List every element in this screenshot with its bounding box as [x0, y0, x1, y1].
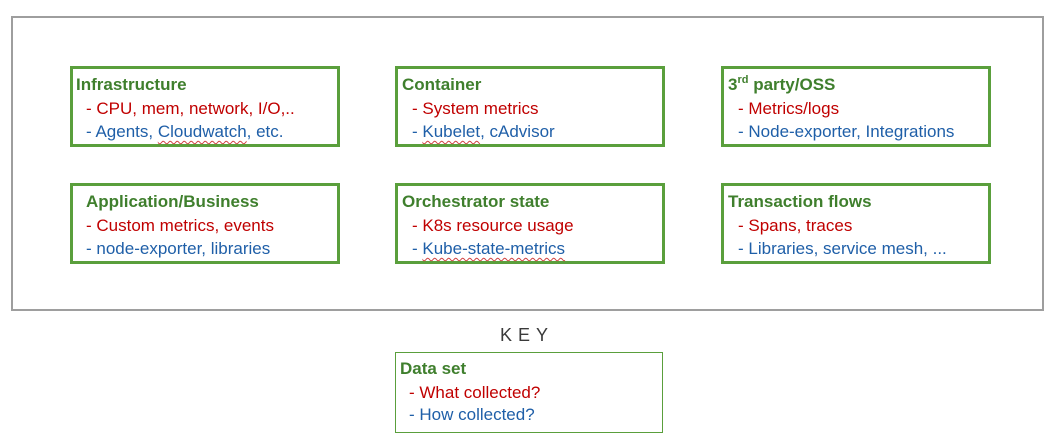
box-title: 3rd party/OSS	[728, 74, 836, 95]
what-collected: - Custom metrics, events	[86, 216, 274, 235]
box-container: Container - System metrics - Kubelet, cA…	[395, 66, 665, 147]
box-infrastructure: Infrastructure - CPU, mem, network, I/O,…	[70, 66, 340, 147]
how-collected: - Libraries, service mesh, ...	[738, 239, 947, 258]
key-title: Data set	[400, 359, 467, 378]
box-title: Transaction flows	[728, 192, 872, 211]
key-label: KEY	[500, 325, 555, 345]
how-collected: - Kubelet, cAdvisor	[412, 122, 555, 141]
box-application-business: Application/Business - Custom metrics, e…	[70, 183, 340, 264]
box-transaction-flows: Transaction flows - Spans, traces - Libr…	[721, 183, 991, 264]
key-legend-box: Data set - What collected? - How collect…	[395, 352, 663, 433]
how-collected: - Kube-state-metrics	[412, 239, 566, 258]
box-third-party-oss: 3rd party/OSS - Metrics/logs - Node-expo…	[721, 66, 991, 147]
how-collected: - Agents, Cloudwatch, etc.	[86, 122, 284, 141]
how-collected: - Node-exporter, Integrations	[738, 122, 955, 141]
how-collected: - node-exporter, libraries	[86, 239, 271, 258]
what-collected: - CPU, mem, network, I/O,..	[86, 99, 295, 118]
what-collected: - System metrics	[412, 99, 539, 118]
what-collected: - Metrics/logs	[738, 99, 840, 118]
categories-panel	[11, 16, 1044, 311]
box-title: Container	[402, 75, 482, 94]
box-title: Infrastructure	[76, 75, 187, 94]
key-what-collected: - What collected?	[409, 383, 541, 402]
what-collected: - K8s resource usage	[412, 216, 574, 235]
box-orchestrator-state: Orchestrator state - K8s resource usage …	[395, 183, 665, 264]
what-collected: - Spans, traces	[738, 216, 853, 235]
box-title: Orchestrator state	[402, 192, 550, 211]
box-title: Application/Business	[86, 192, 259, 211]
key-how-collected: - How collected?	[409, 405, 535, 424]
